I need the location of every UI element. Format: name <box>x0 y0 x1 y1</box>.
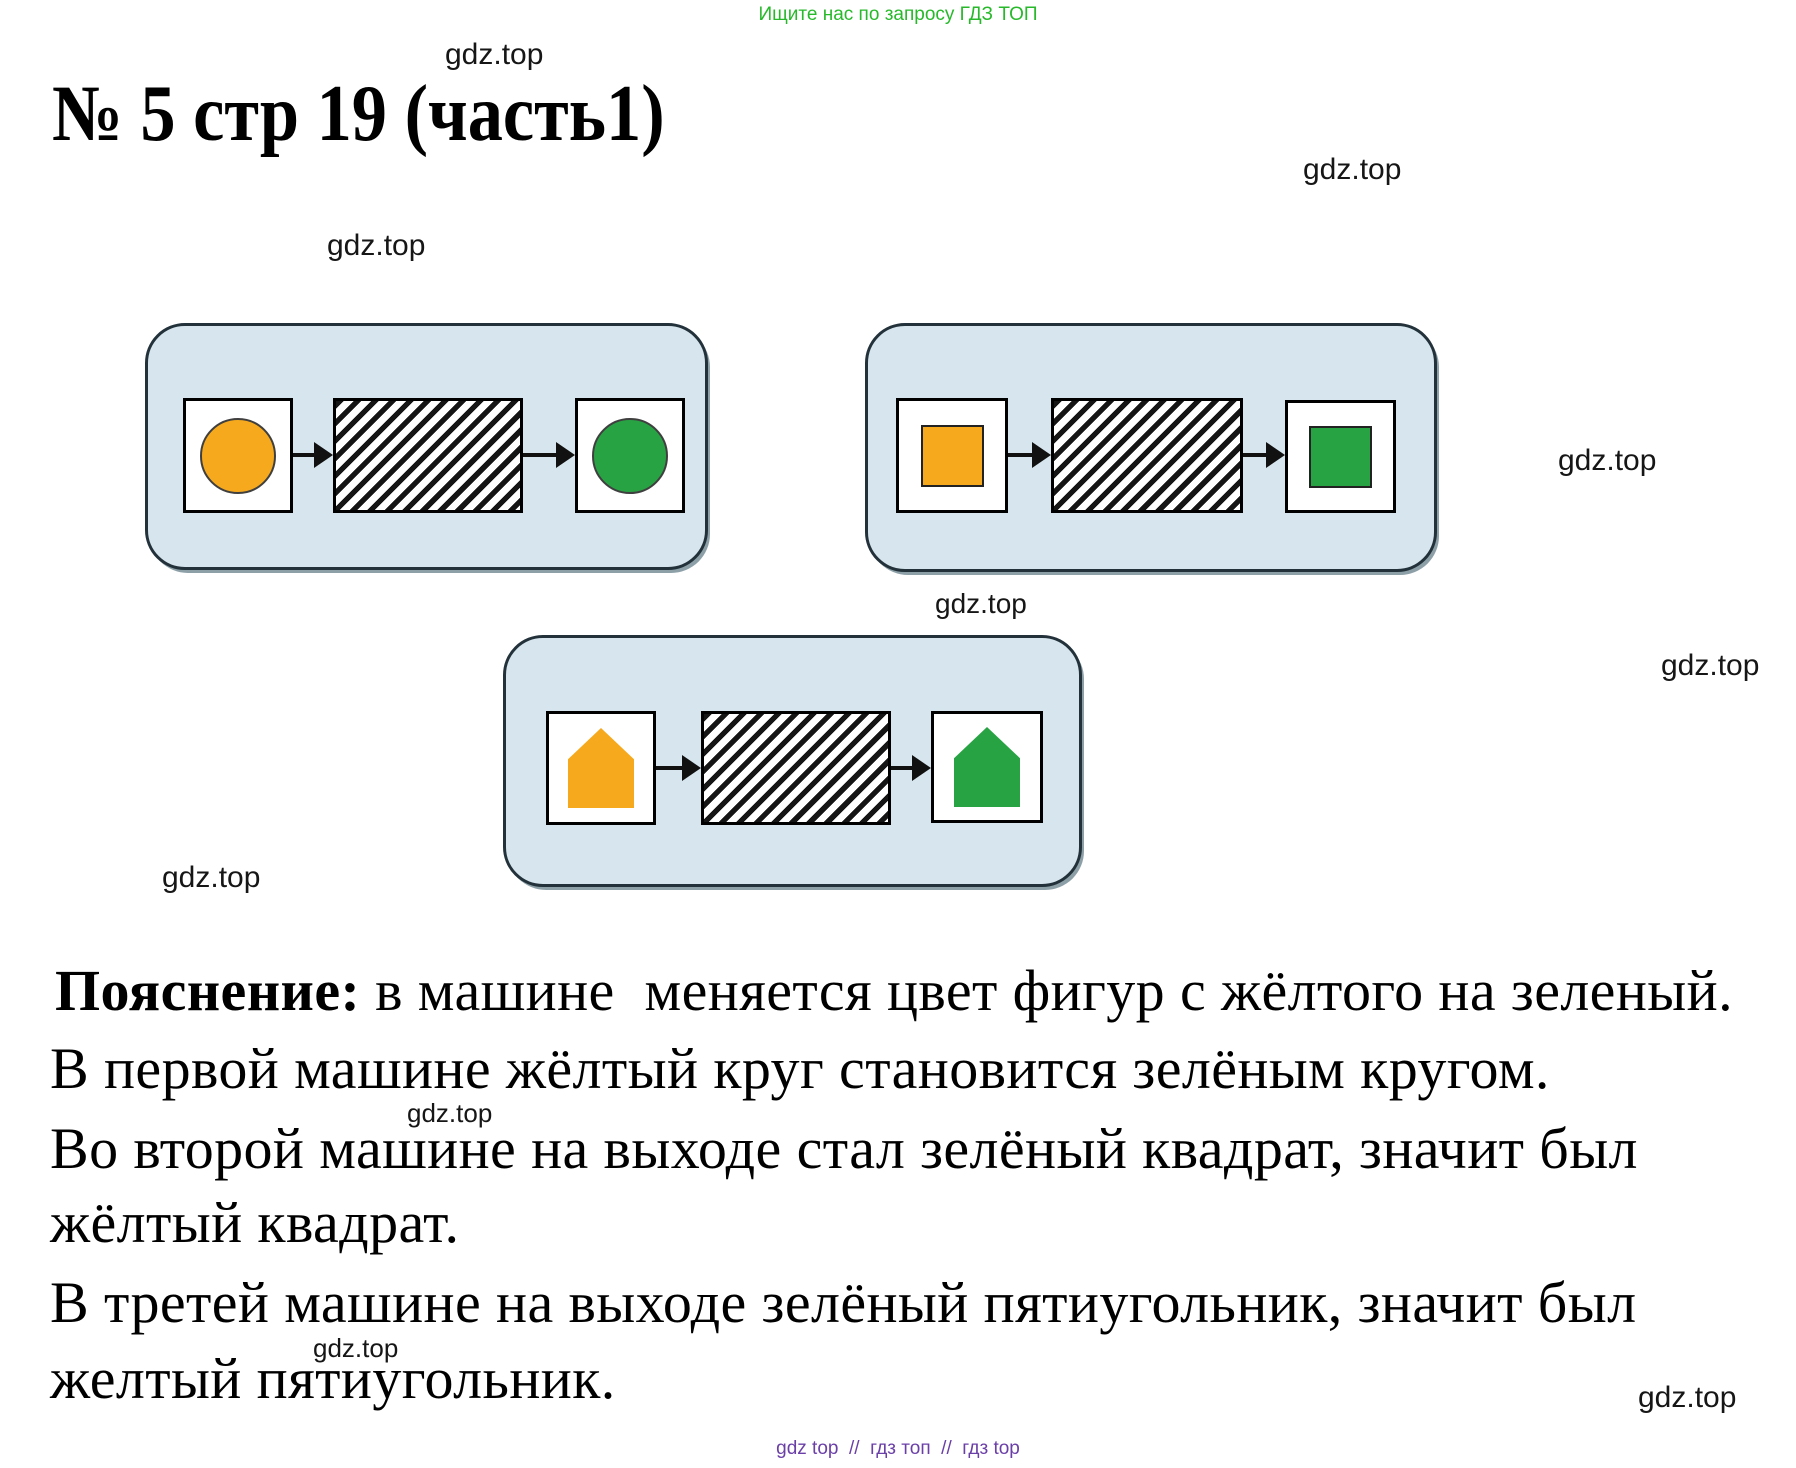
arrow-right-icon <box>656 755 701 781</box>
promo-banner: Ищите нас по запросу ГДЗ ТОП <box>758 4 1038 25</box>
watermark: gdz.top <box>327 229 426 262</box>
explanation-line: В третей машине на выходе зелёный пятиуг… <box>50 1270 1637 1335</box>
machine-1-output-cell <box>575 398 685 513</box>
machine-3-output-cell <box>931 711 1043 823</box>
watermark: gdz.top <box>162 861 261 894</box>
machine-1 <box>145 323 708 570</box>
machine-2-transform-box <box>1051 398 1243 513</box>
watermark: gdz.top <box>1638 1381 1737 1414</box>
watermark: gdz.top <box>313 1333 399 1363</box>
explanation-line: В первой машине жёлтый круг становится з… <box>50 1036 1550 1101</box>
green-square <box>1309 425 1372 488</box>
machine-1-transform-box <box>333 398 523 513</box>
machine-3-input-cell <box>546 711 656 825</box>
explanation-line: Пояснение: в машине меняется цвет фигур … <box>55 958 1733 1023</box>
explanation-line: желтый пятиугольник. <box>50 1346 616 1411</box>
arrow-right-icon <box>891 755 931 781</box>
machine-1-input-cell <box>183 398 293 513</box>
arrow-right-icon <box>1243 442 1285 468</box>
watermark: gdz.top <box>445 38 544 71</box>
machine-3 <box>503 635 1082 887</box>
yellow-square <box>920 424 984 487</box>
watermark: gdz.top <box>935 588 1027 619</box>
machine-2 <box>865 323 1437 572</box>
machine-3-transform-box <box>701 711 891 825</box>
arrow-right-icon <box>1008 442 1051 468</box>
arrow-right-icon <box>523 442 575 468</box>
watermark: gdz.top <box>407 1098 493 1128</box>
machine-2-output-cell <box>1285 400 1396 513</box>
yellow-pentagon <box>568 728 634 808</box>
green-pentagon <box>954 727 1020 807</box>
arrow-right-icon <box>293 442 333 468</box>
watermark: gdz.top <box>1303 153 1402 186</box>
green-circle <box>592 417 668 494</box>
explanation-line: жёлтый квадрат. <box>50 1190 460 1255</box>
watermark: gdz.top <box>1558 444 1657 477</box>
footer-links: gdz top // гдз топ // гдз top <box>776 1438 1020 1459</box>
watermark: gdz.top <box>1661 649 1760 682</box>
explanation-lead: Пояснение: <box>55 958 361 1023</box>
machine-2-input-cell <box>896 398 1008 513</box>
yellow-circle <box>200 417 276 494</box>
explanation-line: Во второй машине на выходе стал зелёный … <box>50 1116 1638 1181</box>
page-title: № 5 стр 19 (часть1) <box>52 70 665 158</box>
